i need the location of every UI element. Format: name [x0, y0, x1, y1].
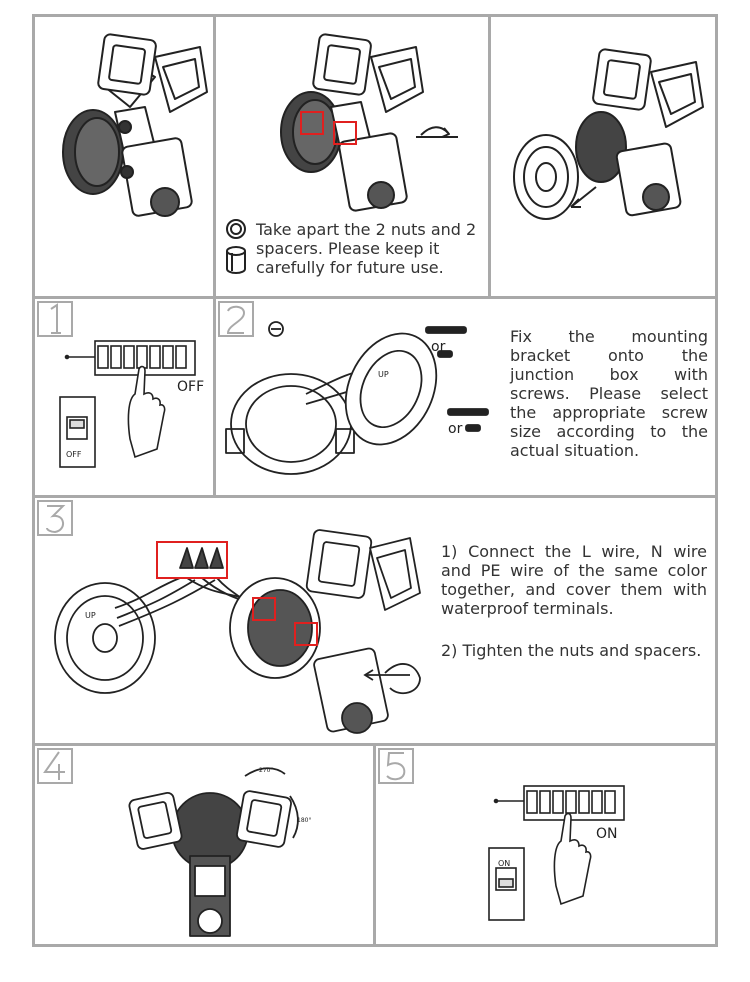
floodlight-nuts-illustration: [280, 33, 458, 212]
panel-remove-nuts: Take apart the 2 nuts and 2 spacers. Ple…: [213, 14, 491, 299]
nut-highlight-left: [300, 111, 324, 135]
panel-light-assembled: [32, 14, 216, 299]
panel-step-2: or or UP Fix the mounting bracket onto t…: [213, 296, 718, 498]
or-label-top: or: [431, 339, 446, 355]
step2-instruction: Fix the mounting bracket onto the juncti…: [510, 327, 708, 460]
panel-remove-bracket: [488, 14, 718, 299]
adjust-heads-illustration: 270° 180°: [128, 767, 311, 937]
waterproof-terminal-highlight: [156, 541, 228, 579]
panel-step-4: 270° 180°: [32, 743, 376, 947]
off-breaker-label: OFF: [66, 450, 82, 459]
panel-step-3: UP 1) Connect the L wire, N wire and PE …: [32, 495, 718, 746]
bracket-removal-illustration: [513, 48, 704, 220]
step-2-number-icon: [218, 301, 254, 337]
step-3-number-icon: [37, 500, 73, 536]
terminal-block-off-illustration: OFF OFF: [59, 340, 204, 468]
on-breaker-label: ON: [498, 859, 510, 868]
step3-bracket-up-label: UP: [85, 611, 96, 620]
panel-step-1: OFF OFF: [32, 296, 216, 498]
junction-box-illustration: or or UP: [225, 321, 489, 475]
nut-spacer-icon: [226, 219, 246, 274]
bracket-up-label: UP: [378, 370, 389, 379]
rotation-label-top: 270°: [259, 767, 273, 774]
floodlight-illustration: [62, 33, 208, 217]
rotation-label-side: 180°: [297, 817, 311, 824]
on-switch-label: ON: [596, 826, 618, 842]
step-4-number-icon: [37, 748, 73, 784]
wiring-illustration: UP: [54, 529, 421, 734]
step3-nut-highlight-left: [252, 597, 276, 621]
panel-step-5: ON ON: [373, 743, 718, 947]
step3-instruction-1: 1) Connect the L wire, N wire and PE wir…: [441, 542, 707, 618]
step3-nut-highlight-right: [294, 622, 318, 646]
step-1-number-icon: [37, 301, 73, 337]
terminal-block-on-illustration: ON ON: [488, 785, 625, 921]
step-5-number-icon: [378, 748, 414, 784]
step3-instruction-2: 2) Tighten the nuts and spacers.: [441, 641, 702, 660]
or-label-bottom: or: [448, 421, 463, 437]
step0-instruction: Take apart the 2 nuts and 2 spacers. Ple…: [256, 220, 477, 277]
off-switch-label: OFF: [177, 379, 204, 395]
nut-highlight-right: [333, 121, 357, 145]
